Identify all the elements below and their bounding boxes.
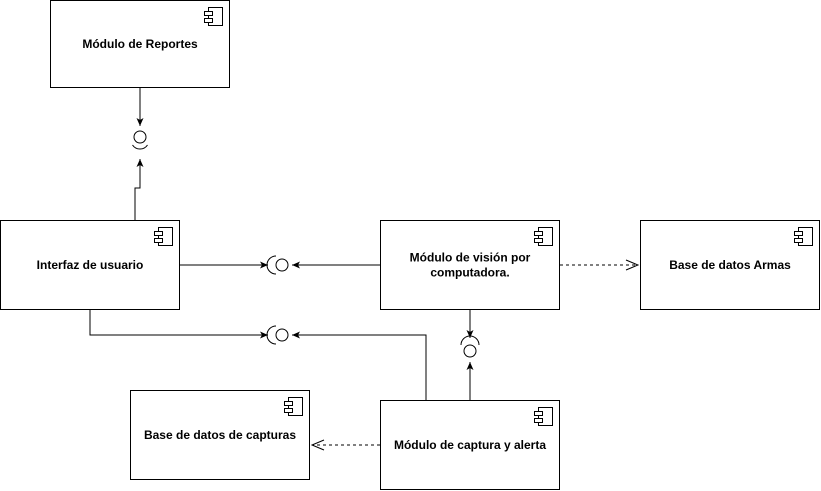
component-box: [640, 220, 820, 310]
interfaz-to-captura-interface-connector: [89, 310, 268, 339]
component-label: Módulo de visión por: [410, 251, 531, 265]
component-box: [130, 390, 310, 480]
component-captura-alerta[interactable]: Módulo de captura y alerta: [380, 400, 560, 490]
interface-symbols: [132, 130, 480, 358]
component-box: [380, 220, 560, 310]
component-box: [0, 220, 180, 310]
vision-left-interface-symbol: [266, 255, 289, 275]
component-label: Base de datos Armas: [669, 258, 791, 272]
component-reportes[interactable]: Módulo de Reportes: [50, 0, 230, 88]
vision-bottom-interface-symbol: [460, 335, 480, 358]
component-box: [380, 400, 560, 490]
component-icon: [794, 227, 813, 246]
component-label: Base de datos de capturas: [144, 428, 296, 442]
component-box: [50, 0, 230, 88]
connectors: [89, 88, 638, 445]
component-label: computadora.: [430, 266, 509, 280]
captura-to-interface-connector: [292, 331, 427, 400]
component-icon: [204, 7, 223, 26]
component-label: Módulo de Reportes: [82, 37, 198, 51]
component-interfaz[interactable]: Interfaz de usuario: [0, 220, 180, 310]
component-icon: [534, 407, 553, 426]
component-icon: [154, 227, 173, 246]
reportes-interface-symbol: [132, 130, 148, 150]
captura-left-interface-symbol: [266, 325, 289, 345]
component-label: Interfaz de usuario: [37, 258, 144, 272]
component-icon: [284, 397, 303, 416]
component-icon: [534, 227, 553, 246]
component-label: Módulo de captura y alerta: [394, 438, 546, 452]
component-capturas[interactable]: Base de datos de capturas: [130, 390, 310, 480]
interfaz-to-reportes-interface-connector: [134, 159, 144, 220]
component-armas[interactable]: Base de datos Armas: [640, 220, 820, 310]
